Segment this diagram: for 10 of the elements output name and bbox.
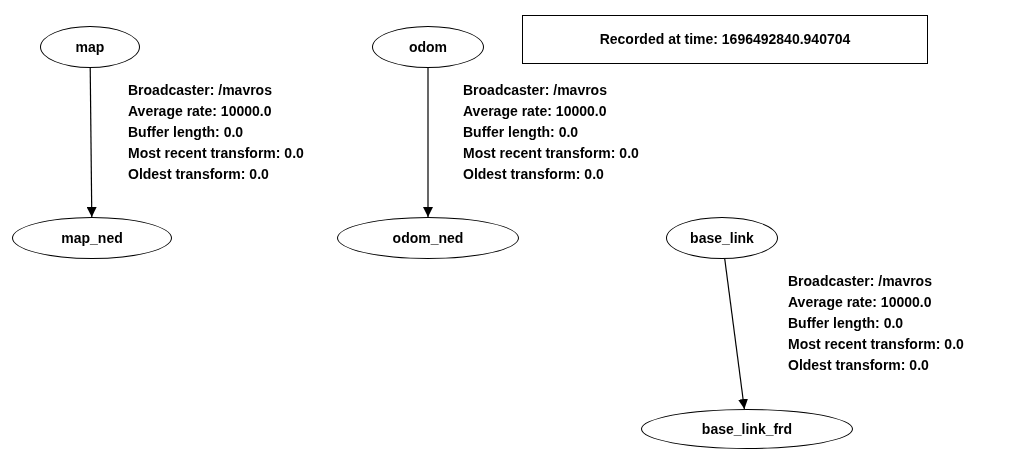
ellipse-node: odom (372, 26, 484, 68)
text-box: Recorded at time: 1696492840.940704 (522, 15, 928, 64)
ellipse-node: base_link (666, 217, 778, 259)
ellipse-node: map_ned (12, 217, 172, 259)
arrow (724, 258, 749, 410)
arrow (86, 67, 97, 218)
ellipse-node: base_link_frd (641, 409, 853, 449)
ellipse-node: odom_ned (337, 217, 519, 259)
arrow (423, 67, 433, 218)
ellipse-node: map (40, 26, 140, 68)
